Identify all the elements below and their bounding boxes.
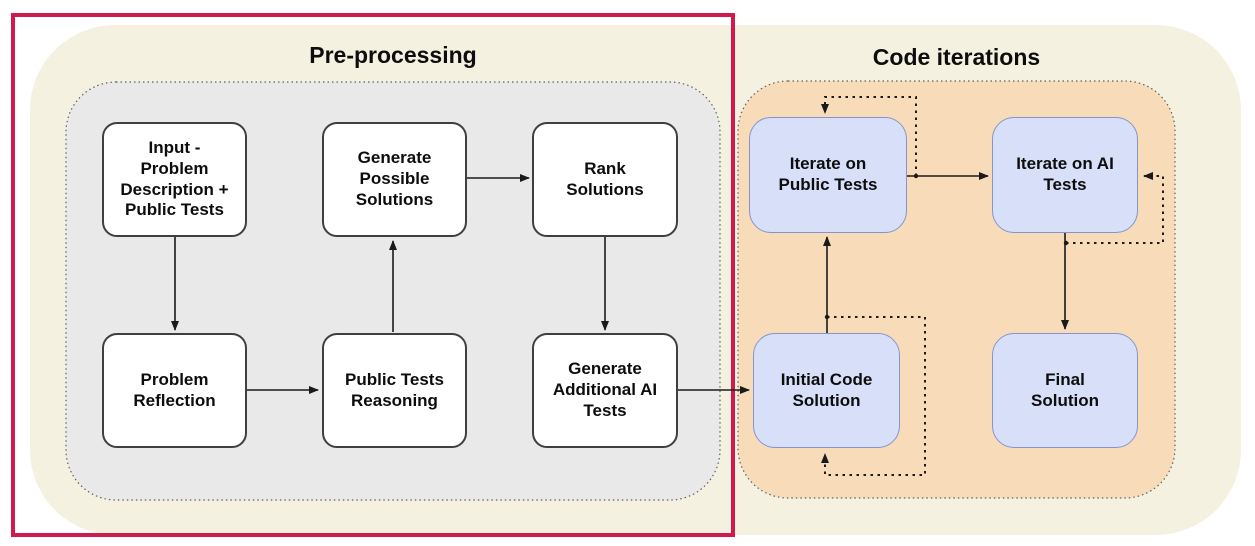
node-initial-code-solution: Initial Code Solution (753, 333, 900, 448)
node-input-problem-description: Input - Problem Description + Public Tes… (102, 122, 247, 237)
loop-junction-dot (824, 314, 830, 320)
dotted-iteration-loops (821, 96, 1164, 476)
preprocessing-highlight-frame (11, 13, 735, 537)
preprocessing-title: Pre-processing (309, 42, 477, 68)
node-final-solution: Final Solution (992, 333, 1138, 448)
node-rank-solutions: Rank Solutions (532, 122, 678, 237)
node-problem-reflection: Problem Reflection (102, 333, 247, 448)
node-generate-possible-solutions: Generate Possible Solutions (322, 122, 467, 237)
code-iterations-title: Code iterations (872, 44, 1041, 70)
loop-initial-code-solution (821, 316, 926, 476)
loop-junction-dot (913, 173, 919, 179)
node-generate-additional-ai-tests: Generate Additional AI Tests (532, 333, 678, 448)
node-public-tests-reasoning: Public Tests Reasoning (322, 333, 467, 448)
node-iterate-on-public-tests: Iterate on Public Tests (749, 117, 907, 233)
node-iterate-on-ai-tests: Iterate on AI Tests (992, 117, 1138, 233)
loop-junction-dot (1063, 240, 1069, 246)
